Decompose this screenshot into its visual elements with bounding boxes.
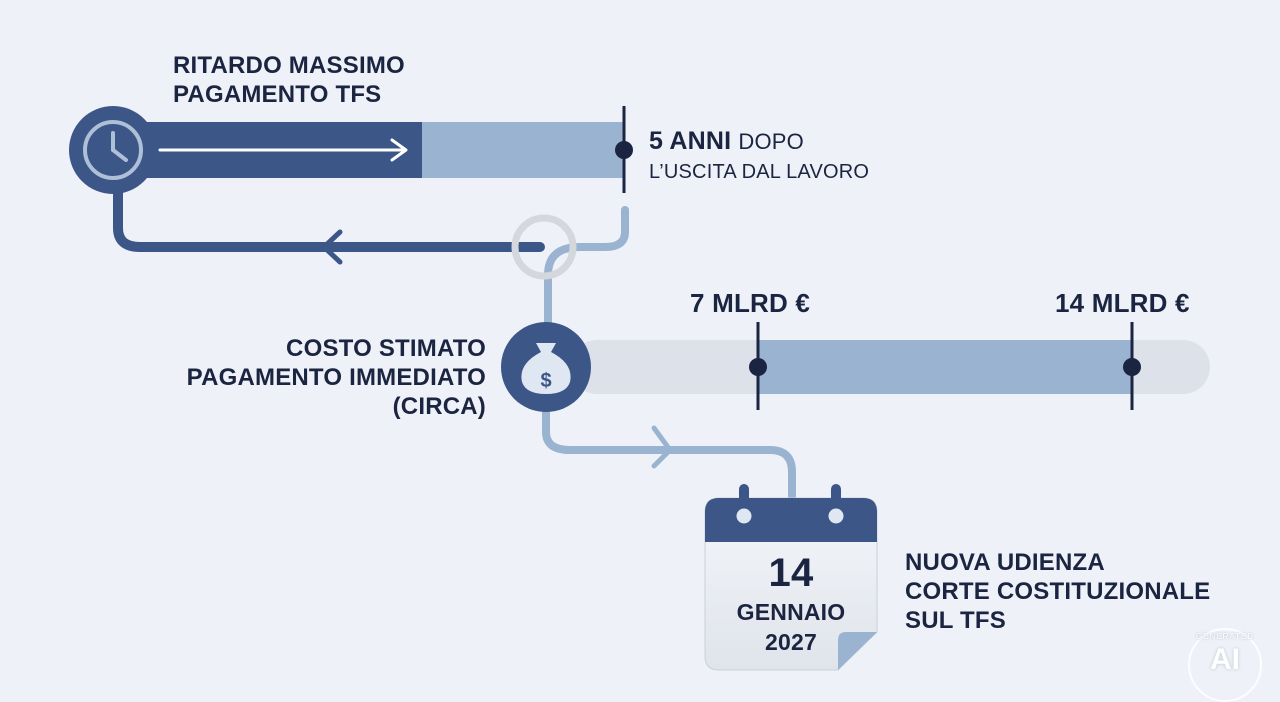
cost-min-label: 7 MLRD € — [690, 288, 811, 318]
hearing-title-line3: SUL TFS — [905, 607, 1006, 634]
calendar-year: 2027 — [765, 629, 817, 655]
delay-value-sub: L’USCITA DAL LAVORO — [649, 161, 870, 183]
delay-arrow-head — [390, 138, 408, 162]
badge-top-text: GENERATED — [1195, 632, 1255, 641]
ai-generated-badge: GENERATED AI — [1188, 628, 1262, 702]
badge-main-text: AI — [1210, 643, 1240, 676]
hearing-title-line1: NUOVA UDIENZA — [905, 549, 1105, 576]
delay-title: RITARDO MASSIMO PAGAMENTO TFS — [173, 51, 405, 109]
delay-end-dot — [615, 141, 633, 159]
delay-bar-light — [420, 122, 625, 178]
delay-value: 5 ANNI DOPO L’USCITA DAL LAVORO — [649, 126, 869, 187]
cost-title-line3: (CIRCA) — [392, 393, 486, 420]
cost-bar — [570, 322, 1210, 410]
clock-icon — [69, 106, 157, 194]
cost-range-fill — [758, 340, 1132, 394]
hearing-title: NUOVA UDIENZA CORTE COSTITUZIONALE SUL T… — [905, 548, 1210, 635]
cost-max-label: 14 MLRD € — [1055, 288, 1190, 318]
money-bag-icon: $ — [501, 322, 591, 412]
connectors — [113, 185, 796, 500]
delay-value-light: DOPO — [738, 129, 804, 154]
cost-title-line2: PAGAMENTO IMMEDIATO — [186, 364, 486, 391]
hearing-title-line2: CORTE COSTITUZIONALE — [905, 578, 1211, 605]
calendar-day: 14 — [768, 551, 814, 595]
svg-text:$: $ — [540, 370, 551, 392]
calendar-month: GENNAIO — [736, 599, 846, 625]
calendar-icon — [704, 484, 878, 671]
delay-title-line1: RITARDO MASSIMO — [173, 52, 405, 79]
delay-value-bold: 5 ANNI — [649, 127, 732, 155]
cost-min-dot — [749, 358, 767, 376]
cost-title: COSTO STIMATO PAGAMENTO IMMEDIATO (CIRCA… — [187, 334, 486, 421]
cost-title-line1: COSTO STIMATO — [286, 335, 486, 362]
cost-max-dot — [1123, 358, 1141, 376]
delay-bar — [110, 106, 633, 193]
delay-title-line2: PAGAMENTO TFS — [173, 81, 382, 108]
